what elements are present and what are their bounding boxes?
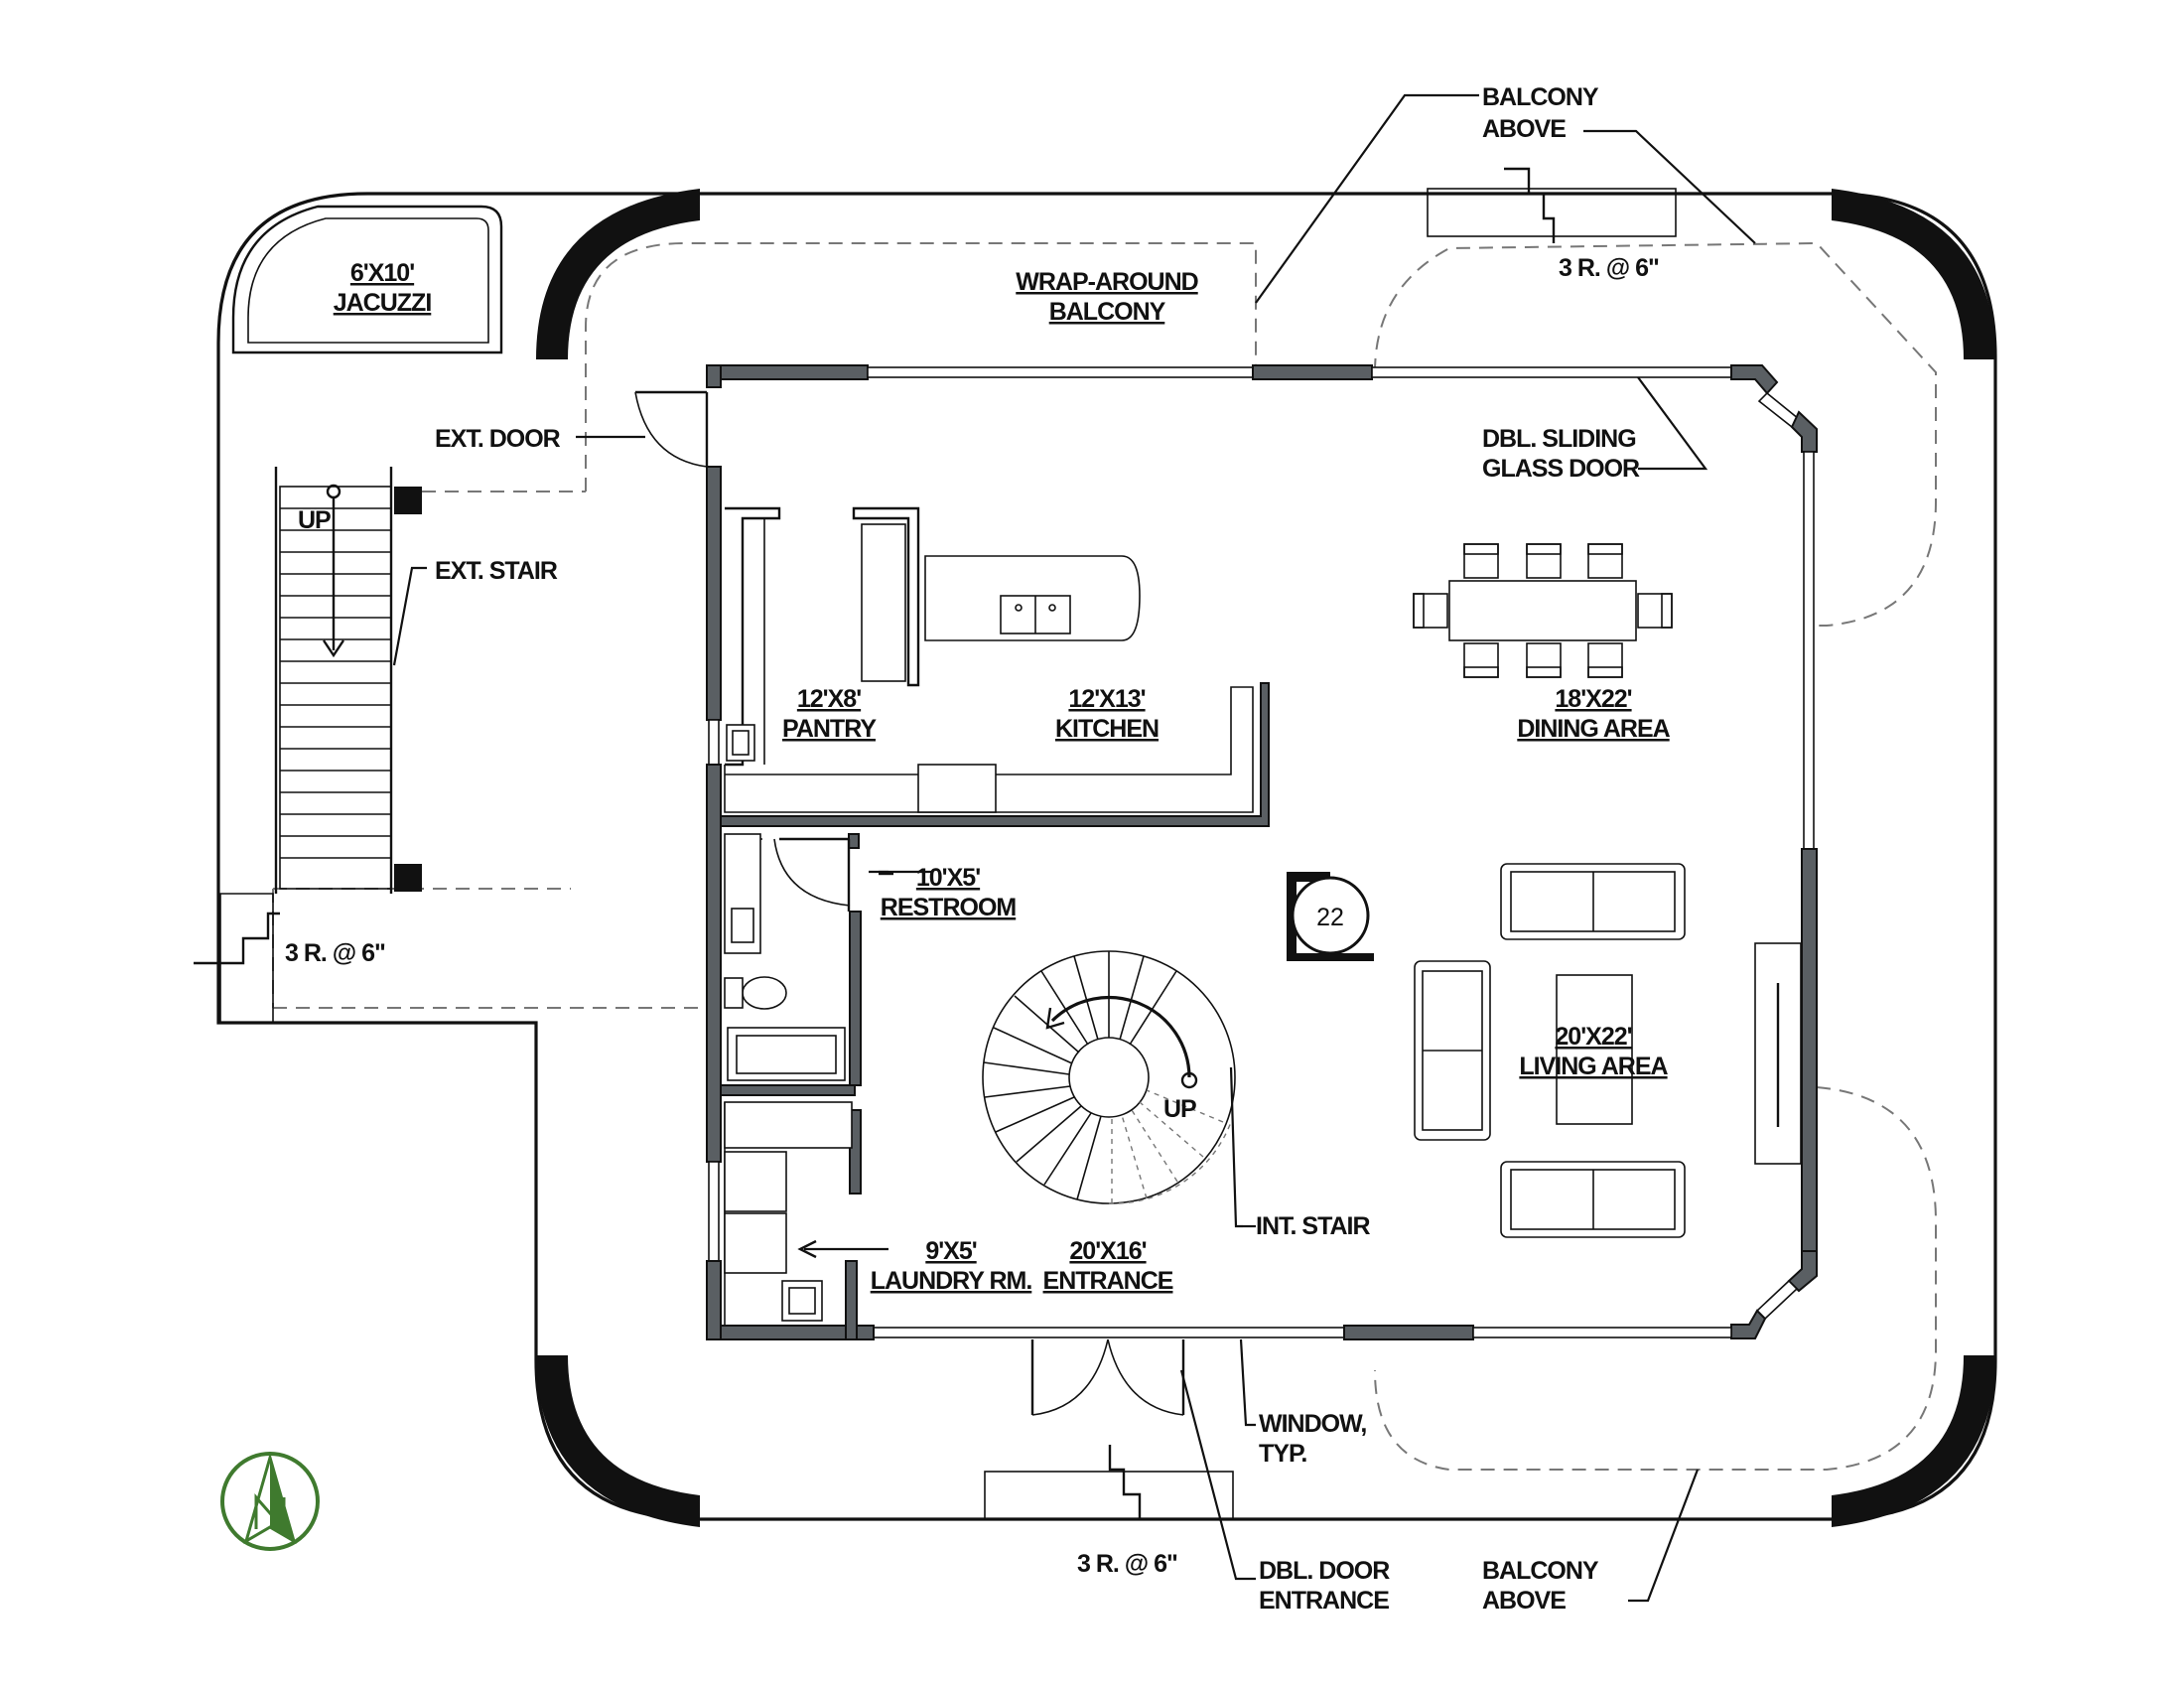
left-steps: 3 R. @ 6" <box>194 893 386 1024</box>
bottom-steps: 3 R. @ 6" <box>984 1445 1234 1578</box>
kitchen-size-label: 12'X13' <box>1068 685 1145 713</box>
dining-size-label: 18'X22' <box>1555 685 1631 713</box>
top-steps: 3 R. @ 6" <box>1427 167 1677 282</box>
dbl-sliding-label-2: GLASS DOOR <box>1482 455 1640 483</box>
ext-door <box>634 390 709 468</box>
entrance-labels: 20'X16' ENTRANCE <box>1043 1237 1174 1295</box>
kitchen-label: KITCHEN <box>1055 715 1159 743</box>
restroom-size-label: 10'X5' <box>916 864 980 892</box>
window-typ-label-2: TYP. <box>1259 1440 1306 1468</box>
dbl-door-label-1: DBL. DOOR <box>1259 1557 1390 1585</box>
entrance-size-label: 20'X16' <box>1069 1237 1146 1265</box>
laundry-size-label: 9'X5' <box>925 1237 976 1265</box>
north-arrow-icon <box>220 1452 320 1551</box>
window-typ-label-1: WINDOW, <box>1259 1410 1366 1438</box>
callout-labels: WRAP-AROUND BALCONY BALCONY ABOVE EXT. D… <box>435 83 1641 1615</box>
wrap-around-label-1: WRAP-AROUND <box>1016 268 1197 296</box>
interior-spiral-stair: UP <box>982 950 1236 1204</box>
balcony-above-top-label-1: BALCONY <box>1482 83 1599 111</box>
laundry-label: LAUNDRY RM. <box>871 1267 1032 1295</box>
risers-left-label: 3 R. @ 6" <box>285 939 385 967</box>
wrap-around-label-2: BALCONY <box>1049 298 1166 326</box>
laundry: 9'X5' LAUNDRY RM. <box>724 1101 1032 1340</box>
living-room-furniture: 20'X22' LIVING AREA <box>1414 863 1802 1238</box>
balcony-outline <box>216 192 1997 1521</box>
ext-door-label: EXT. DOOR <box>435 425 561 453</box>
leader-lines <box>392 93 1756 1603</box>
balcony-above-bottom-label-2: ABOVE <box>1482 1587 1566 1615</box>
risers-bottom-label: 3 R. @ 6" <box>1077 1550 1177 1578</box>
exterior-stair: UP <box>274 467 422 894</box>
ext-stair-label: EXT. STAIR <box>435 557 558 585</box>
dbl-sliding-label-1: DBL. SLIDING <box>1482 425 1636 453</box>
double-door-entrance <box>1030 1338 1185 1416</box>
entrance-label: ENTRANCE <box>1043 1267 1173 1295</box>
ext-stair-up-label: UP <box>298 506 331 534</box>
jacuzzi: 6'X10' JACUZZI <box>231 205 503 354</box>
jacuzzi-label: JACUZZI <box>334 289 432 317</box>
balcony-corner-arcs <box>536 189 1995 1527</box>
building-walls <box>706 364 1818 1340</box>
jacuzzi-size-label: 6'X10' <box>350 259 414 287</box>
dining-table: 18'X22' DINING AREA <box>1413 543 1673 743</box>
int-stair-up-label: UP <box>1163 1095 1196 1123</box>
living-size-label: 20'X22' <box>1555 1023 1631 1051</box>
restroom-label: RESTROOM <box>881 894 1017 921</box>
int-stair-label: INT. STAIR <box>1256 1212 1370 1240</box>
balcony-above-bottom-label-1: BALCONY <box>1482 1557 1599 1585</box>
living-label: LIVING AREA <box>1519 1053 1668 1080</box>
kitchen-pantry: 12'X8' PANTRY 12'X13' KITCHEN <box>720 506 1270 827</box>
restroom: 10'X5' RESTROOM <box>720 833 1017 1096</box>
dbl-door-label-2: ENTRANCE <box>1259 1587 1389 1615</box>
balcony-above-top-label-2: ABOVE <box>1482 115 1566 143</box>
dining-label: DINING AREA <box>1517 715 1670 743</box>
risers-top-label: 3 R. @ 6" <box>1559 254 1659 282</box>
section-marker-icon: 22 <box>1287 872 1374 961</box>
pantry-size-label: 12'X8' <box>797 685 861 713</box>
pantry-label: PANTRY <box>782 715 877 743</box>
section-marker-number: 22 <box>1316 904 1344 931</box>
